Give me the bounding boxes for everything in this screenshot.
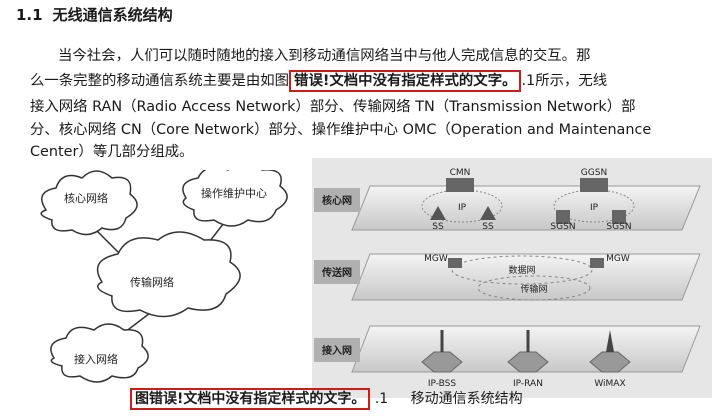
- sgsn-node-1: [556, 210, 570, 224]
- ss-label-2: SS: [482, 222, 494, 232]
- mgw-node-1: [448, 258, 462, 268]
- core-cloud: [40, 170, 138, 236]
- figure-caption: 图错误!文档中没有指定样式的文字。 .1 移动通信系统结构: [130, 388, 523, 410]
- section-title: 无线通信系统结构: [52, 6, 173, 24]
- ss-node-2: [480, 206, 496, 220]
- mgw-node-2: [590, 258, 604, 268]
- omc-cloud-label: 操作维护中心: [201, 186, 267, 200]
- cloud-diagram: 核心网络 操作维护中心 传输网络 接入网络: [24, 163, 310, 390]
- trans-net-label: 传输网: [520, 283, 547, 295]
- wimax-cell: [589, 351, 631, 373]
- caption-number: .1: [374, 391, 389, 407]
- network-layers-figure: 核心网 传送网 接入网 CMN IP SS SS GGSN IP SGSN SG…: [312, 158, 712, 398]
- access-layer-label: 接入网: [322, 344, 352, 357]
- caption-error: 错误!文档中没有指定样式的文字。: [149, 391, 366, 407]
- transport-layer-label: 传送网: [321, 266, 352, 279]
- sgsn-label-2: SGSN: [606, 222, 631, 232]
- ss-label-1: SS: [432, 222, 444, 232]
- data-net-ring: [451, 255, 593, 285]
- transport-cloud-label: 传输网络: [130, 275, 174, 289]
- para-line-3: 接入网络 RAN（Radio Access Network）部分、传输网络 TN…: [30, 99, 636, 115]
- core-ip-label: IP: [458, 203, 467, 213]
- para-line-5: Center）等几部分组成。: [30, 144, 194, 160]
- wimax-tower: [606, 330, 614, 352]
- mgw-label-2: MGW: [606, 254, 630, 264]
- access-layer-tag: [314, 338, 360, 362]
- caption-broken-reference[interactable]: 图错误!文档中没有指定样式的文字。: [130, 388, 371, 410]
- cmn-label: CMN: [450, 168, 471, 178]
- ip-bss-label: IP-BSS: [428, 379, 457, 389]
- network-layers-svg: 核心网 传送网 接入网 CMN IP SS SS GGSN IP SGSN SG…: [312, 158, 712, 398]
- access-cloud: [50, 323, 149, 383]
- para-line-2-post: .1所示，无线: [521, 73, 608, 89]
- caption-title: 移动通信系统结构: [410, 391, 523, 407]
- access-cloud-label: 接入网络: [74, 352, 118, 366]
- core-cloud-label: 核心网络: [64, 191, 108, 205]
- sgsn-ip-label: IP: [590, 203, 599, 213]
- ip-ran-cell: [507, 351, 549, 373]
- cmn-node: [446, 178, 474, 192]
- para-line-1: 当今社会，人们可以随时随地的接入到移动通信网络当中与他人完成信息的交互。那: [58, 48, 591, 64]
- core-layer-plate: [351, 185, 701, 231]
- sgsn-label-1: SGSN: [550, 222, 575, 232]
- para-line-2: 么一条完整的移动通信系统主要是由如图错误!文档中没有指定样式的文字。.1所示，无…: [30, 69, 608, 92]
- data-net-label: 数据网: [508, 264, 535, 276]
- trans-net-ring: [477, 275, 591, 301]
- section-heading: 1.1 无线通信系统结构: [16, 4, 173, 25]
- core-layer-label: 核心网: [322, 194, 352, 207]
- ip-ran-label: IP-RAN: [513, 379, 543, 389]
- ggsn-label: GGSN: [581, 168, 607, 178]
- ip-bss-cell: [421, 351, 463, 373]
- wimax-label: WiMAX: [594, 379, 625, 389]
- para-line-2-pre: 么一条完整的移动通信系统主要是由如图: [30, 73, 290, 89]
- core-layer-tag: [314, 188, 360, 212]
- mgw-label-1: MGW: [424, 254, 448, 264]
- sgsn-node-2: [612, 210, 626, 224]
- cloud-diagram-svg: 核心网络 操作维护中心 传输网络 接入网络: [40, 163, 288, 383]
- transport-layer-tag: [314, 260, 360, 284]
- ggsn-node: [580, 178, 608, 192]
- caption-prefix: 图: [135, 391, 149, 407]
- section-number: 1.1: [16, 6, 43, 24]
- broken-reference[interactable]: 错误!文档中没有指定样式的文字。: [289, 70, 522, 92]
- ss-node-1: [430, 206, 446, 220]
- transport-cloud: [96, 231, 241, 318]
- transport-layer-plate: [351, 253, 701, 301]
- para-line-4: 分、核心网络 CN（Core Network）部分、操作维护中心 OMC（Ope…: [30, 122, 652, 138]
